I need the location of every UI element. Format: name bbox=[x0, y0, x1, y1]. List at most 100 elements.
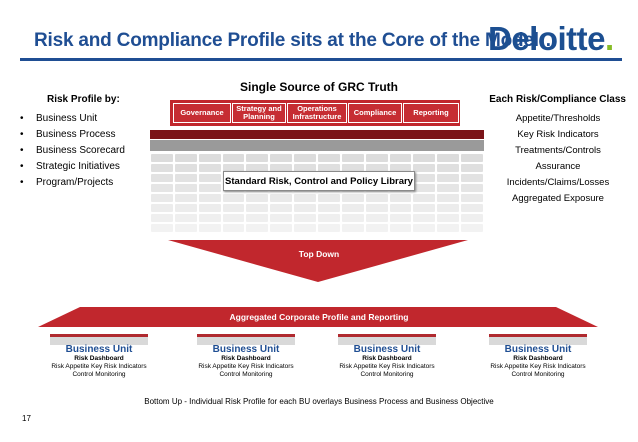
grid-cell bbox=[151, 164, 173, 172]
list-item: •Business Unit bbox=[20, 113, 98, 124]
grid-cell bbox=[413, 194, 436, 202]
grid-cell bbox=[246, 204, 269, 212]
grid-cell bbox=[365, 164, 388, 172]
grid-cell bbox=[174, 154, 197, 162]
grid-cell bbox=[174, 184, 197, 192]
business-unit-card: Business Unit Risk Dashboard Risk Appeti… bbox=[34, 334, 164, 378]
operations-infrastructure-box: Operations Infrastructure bbox=[287, 103, 347, 123]
grid-cell bbox=[341, 164, 364, 172]
bu-strip-accent bbox=[489, 334, 587, 337]
bu-strip-accent bbox=[338, 334, 436, 337]
grid-cell bbox=[246, 194, 269, 202]
grid-cell bbox=[222, 204, 245, 212]
grid-cell bbox=[294, 164, 316, 172]
grid-cell bbox=[437, 184, 460, 192]
list-item: Treatments/Controls bbox=[515, 145, 601, 156]
aggregated-label: Aggregated Corporate Profile and Reporti… bbox=[229, 312, 409, 322]
grid-cell bbox=[270, 224, 293, 232]
bu-line: Risk Appetite Key Risk Indicators bbox=[51, 363, 147, 370]
grid-cell bbox=[270, 194, 293, 202]
grid-subheader-row bbox=[150, 140, 484, 151]
grid-cell bbox=[437, 214, 460, 222]
grid-category-row bbox=[150, 130, 484, 139]
list-item: Aggregated Exposure bbox=[512, 193, 604, 204]
grid-cell bbox=[222, 224, 245, 232]
grid-cell bbox=[198, 224, 221, 232]
risk-class-list: Appetite/Thresholds Key Risk Indicators … bbox=[488, 111, 628, 207]
bu-strip-accent bbox=[50, 334, 148, 337]
grid-cell bbox=[389, 204, 412, 212]
strategy-planning-box: Strategy and Planning bbox=[232, 103, 286, 123]
bu-dashboard: Risk Dashboard bbox=[74, 355, 124, 362]
governance-box: Governance bbox=[173, 103, 231, 123]
grid-cell bbox=[270, 214, 293, 222]
top-down-triangle bbox=[168, 240, 468, 282]
bu-dashboard: Risk Dashboard bbox=[221, 355, 271, 362]
bu-line: Control Monitoring bbox=[511, 371, 565, 378]
grid-cell bbox=[222, 154, 245, 162]
grid-cell bbox=[365, 204, 388, 212]
grid-cell bbox=[246, 154, 269, 162]
grid-cell bbox=[294, 154, 316, 162]
page-title: Risk and Compliance Profile sits at the … bbox=[34, 30, 558, 51]
grid-cell bbox=[365, 154, 388, 162]
reporting-box: Reporting bbox=[403, 103, 459, 123]
logo-text: Deloitte bbox=[488, 20, 606, 57]
grid-cell bbox=[198, 214, 221, 222]
grid-cell bbox=[151, 184, 173, 192]
grid-cell bbox=[151, 194, 173, 202]
grid-cell bbox=[318, 164, 340, 172]
bu-name: Business Unit bbox=[353, 344, 421, 355]
grid-cell bbox=[461, 154, 483, 162]
grid-cell bbox=[222, 214, 245, 222]
grid-cell bbox=[389, 194, 412, 202]
bu-dashboard: Risk Dashboard bbox=[513, 355, 563, 362]
grid-cell bbox=[198, 194, 221, 202]
grid-cell bbox=[413, 204, 436, 212]
grid-cell bbox=[246, 214, 269, 222]
grc-subtitle: Single Source of GRC Truth bbox=[239, 80, 398, 94]
bottom-up-caption: Bottom Up - Individual Risk Profile for … bbox=[144, 397, 494, 406]
grid-cell bbox=[246, 164, 269, 172]
grid-cell bbox=[222, 164, 245, 172]
grid-cell bbox=[413, 184, 436, 192]
bu-line: Risk Appetite Key Risk Indicators bbox=[198, 363, 294, 370]
grid-cell bbox=[341, 154, 364, 162]
list-item: •Business Process bbox=[20, 129, 116, 140]
business-unit-card: Business Unit Risk Dashboard Risk Appeti… bbox=[322, 334, 452, 378]
deloitte-logo: Deloitte. bbox=[488, 20, 614, 58]
grid-cell bbox=[294, 224, 316, 232]
bu-name: Business Unit bbox=[212, 344, 280, 355]
grid-cell bbox=[365, 224, 388, 232]
grid-cell bbox=[174, 194, 197, 202]
grid-cell bbox=[198, 204, 221, 212]
risk-profile-list: •Business Unit •Business Process •Busine… bbox=[20, 111, 125, 191]
bu-strip-accent bbox=[197, 334, 295, 337]
grid-cell bbox=[437, 154, 460, 162]
grid-cell bbox=[174, 204, 197, 212]
grid-cell bbox=[294, 194, 316, 202]
grid-cell bbox=[198, 164, 221, 172]
bu-strip bbox=[338, 334, 436, 345]
bu-strip bbox=[50, 334, 148, 345]
risk-class-heading: Each Risk/Compliance Class bbox=[489, 94, 626, 105]
list-item-label: Strategic Initiatives bbox=[36, 161, 120, 172]
library-label-box: Standard Risk, Control and Policy Librar… bbox=[223, 171, 415, 191]
bu-line: Control Monitoring bbox=[219, 371, 273, 378]
grid-cell bbox=[174, 174, 197, 182]
grid-cell bbox=[389, 164, 412, 172]
grid-cell bbox=[413, 154, 436, 162]
grid-cell bbox=[341, 204, 364, 212]
grid-cell bbox=[270, 204, 293, 212]
grid-cell bbox=[198, 174, 221, 182]
grid-cell bbox=[341, 224, 364, 232]
grid-cell bbox=[461, 174, 483, 182]
business-unit-card: Business Unit Risk Dashboard Risk Appeti… bbox=[473, 334, 603, 378]
grid-cell bbox=[318, 204, 340, 212]
grid-cell bbox=[174, 214, 197, 222]
grid-cell bbox=[437, 194, 460, 202]
bu-line: Control Monitoring bbox=[360, 371, 414, 378]
grid-cell bbox=[270, 154, 293, 162]
title-divider bbox=[20, 58, 622, 61]
